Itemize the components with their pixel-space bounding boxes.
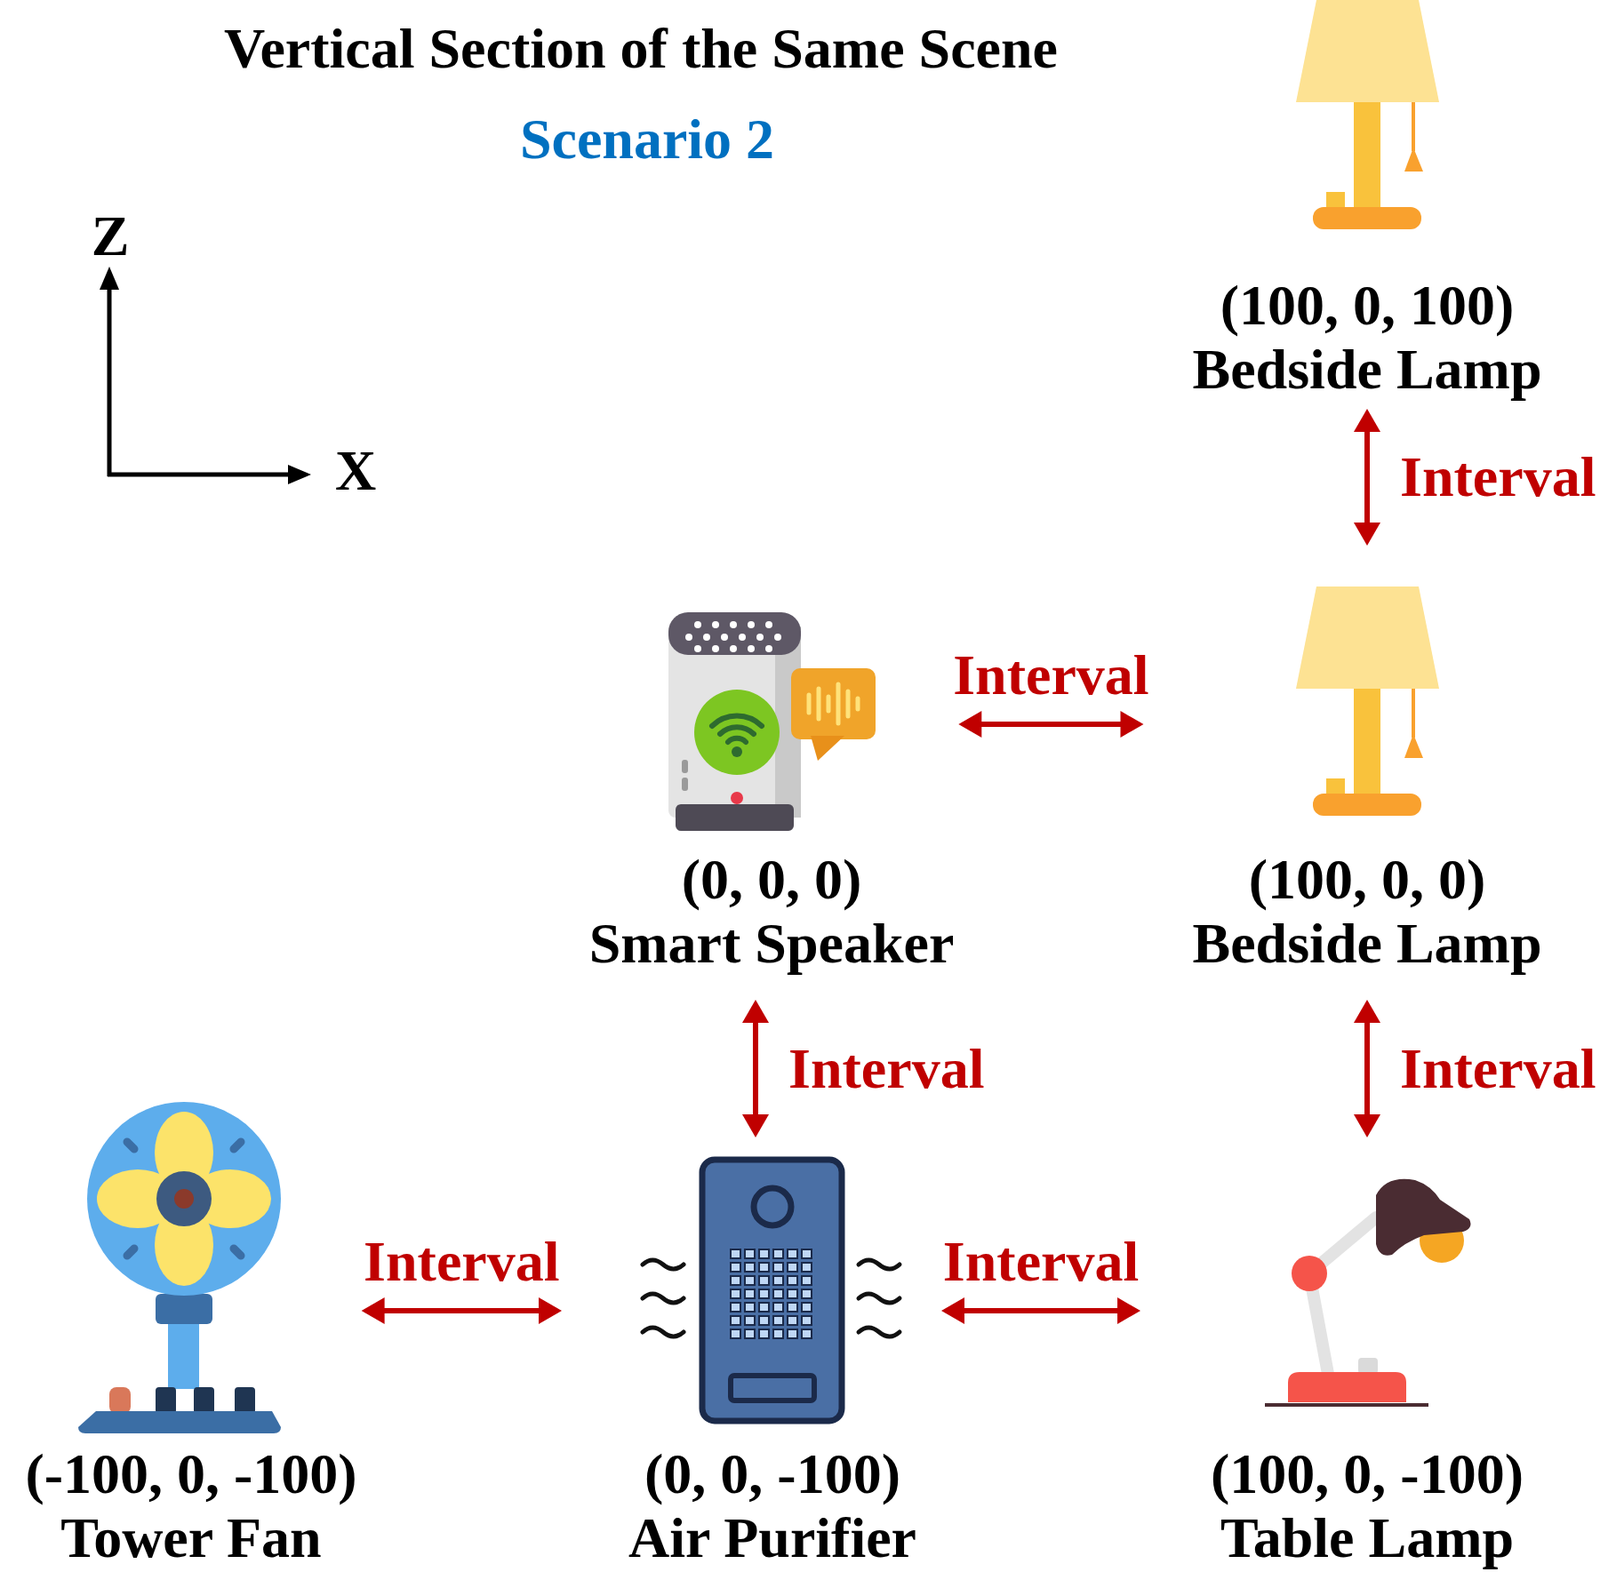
arrow-head [742,1114,769,1138]
diagram-title: Vertical Section of the Same Scene [224,16,1058,81]
arrow-shaft [1364,1021,1370,1117]
arrow-shaft [383,1308,541,1314]
edge-label: Interval [943,1230,1139,1295]
arrow-head [361,1297,385,1325]
arrow-shaft [979,721,1122,728]
icon-slot [1264,1173,1470,1408]
coordinate-text: (0, 0, 0) [681,848,863,912]
axis-label: Z [91,204,130,269]
arrow-head [1353,1114,1381,1138]
icon-slot [89,1102,294,1434]
interval-arrow [941,1297,1141,1325]
device-name: Bedside Lamp [1192,337,1543,402]
device-node: (100, 0, 100)Bedside Lamp [1192,0,1543,402]
arrow-head [1353,408,1381,432]
edge-label: Interval [952,643,1149,708]
edge-label: Interval [788,1037,984,1102]
interval-arrow [958,711,1144,738]
axis-symbol [99,266,312,485]
scenario-label: Scenario 2 [520,107,775,172]
arrow-head [538,1297,562,1325]
smart-speaker-icon [668,612,876,832]
icon-slot [667,612,877,837]
arrow-shaft [1364,430,1370,525]
coordinate-text: (-100, 0, -100) [24,1442,357,1507]
interval-arrow [1353,408,1381,546]
coordinate-text: (0, 0, -100) [644,1442,901,1507]
device-node: (0, 0, 0)Smart Speaker [589,612,955,976]
device-name: Table Lamp [1220,1506,1514,1571]
arrow-head [742,1000,769,1024]
device-node: (100, 0, -100)Table Lamp [1210,1173,1524,1571]
icon-slot [640,1158,906,1424]
interval-arrow [742,1000,769,1138]
interval-arrow [1353,1000,1381,1138]
edge-label: Interval [363,1230,560,1295]
tower-fan-icon [78,1102,281,1434]
device-node: (0, 0, -100)Air Purifier [628,1158,917,1571]
arrow-head [958,711,982,738]
icon-slot [1296,0,1440,230]
coordinate-text: (100, 0, -100) [1210,1442,1524,1507]
edge-label: Interval [1400,1037,1596,1102]
coordinate-text: (100, 0, 100) [1220,273,1515,338]
air-purifier-icon [642,1160,900,1422]
bedside-lamp-icon [1296,586,1440,816]
device-name: Bedside Lamp [1192,912,1543,976]
bedside-lamp-icon [1296,0,1440,230]
arrow-shaft [752,1021,759,1117]
device-name: Tower Fan [60,1506,321,1571]
arrow-head [1120,711,1144,738]
arrow-head [941,1297,965,1325]
device-node: (100, 0, 0)Bedside Lamp [1192,586,1543,976]
edge-label: Interval [1400,445,1596,510]
arrow-head [1353,1000,1381,1024]
arrow-shaft [962,1308,1120,1314]
axis-label: X [335,439,376,504]
interval-arrow [361,1297,562,1325]
device-node: (-100, 0, -100)Tower Fan [24,1102,357,1571]
coordinate-text: (100, 0, 0) [1248,848,1487,912]
table-lamp-icon [1264,1179,1471,1406]
arrow-head [1353,522,1381,546]
icon-slot [1296,586,1440,816]
device-name: Air Purifier [628,1506,917,1571]
arrow-head [1117,1297,1141,1325]
device-name: Smart Speaker [589,912,955,976]
